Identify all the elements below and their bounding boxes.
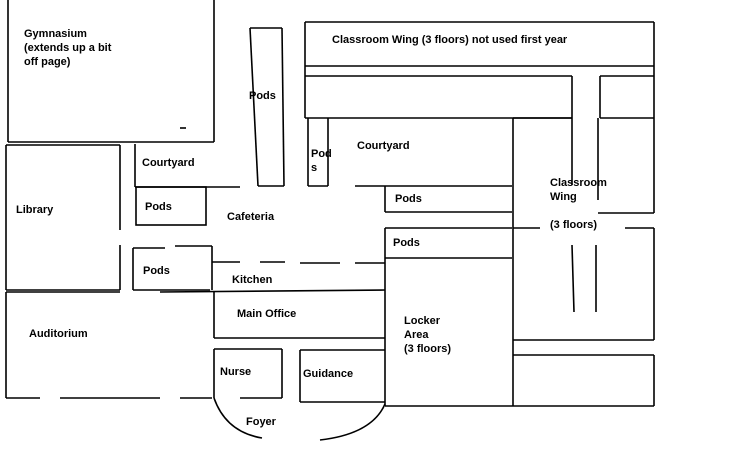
gymnasium-label: Gymnasium (extends up a bit off page) (24, 28, 112, 68)
library-label: Library (16, 204, 54, 216)
pods-upper-wall (281, 27, 285, 187)
pods-upper-wall (249, 27, 259, 187)
pods-right-1-label: Pods (395, 193, 422, 205)
classroom-wing-top-label: Classroom Wing (3 floors) not used first… (332, 34, 568, 46)
three-floors-right-label: (3 floors) (550, 219, 598, 231)
courtyard-right-label: Courtyard (357, 140, 410, 152)
guidance-label: Guidance (303, 368, 354, 380)
foyer-arc (319, 403, 386, 441)
courtyard-left-label: Courtyard (142, 157, 195, 169)
classroom-wing-right-label: Classroom Wing (550, 177, 607, 203)
locker-area-label: Locker Area (3 floors) (404, 315, 452, 355)
main-office-wall (159, 289, 386, 293)
pods-left-2-label: Pods (143, 265, 170, 277)
foyer-arc (213, 397, 263, 439)
pods-left-1-label: Pods (145, 201, 172, 213)
nurse-label: Nurse (220, 366, 252, 378)
classroom-right-wall (571, 244, 575, 313)
cafeteria-label: Cafeteria (227, 211, 275, 223)
pods-right-2-label: Pods (393, 237, 420, 249)
pods-upper-label: Pods (249, 90, 276, 102)
main-office-label: Main Office (237, 308, 297, 320)
foyer-label: Foyer (246, 416, 276, 428)
kitchen-label: Kitchen (232, 274, 273, 286)
pods-small-label: Pod s (311, 148, 332, 174)
auditorium-label: Auditorium (29, 328, 88, 340)
pods-left-1-room (135, 186, 207, 226)
